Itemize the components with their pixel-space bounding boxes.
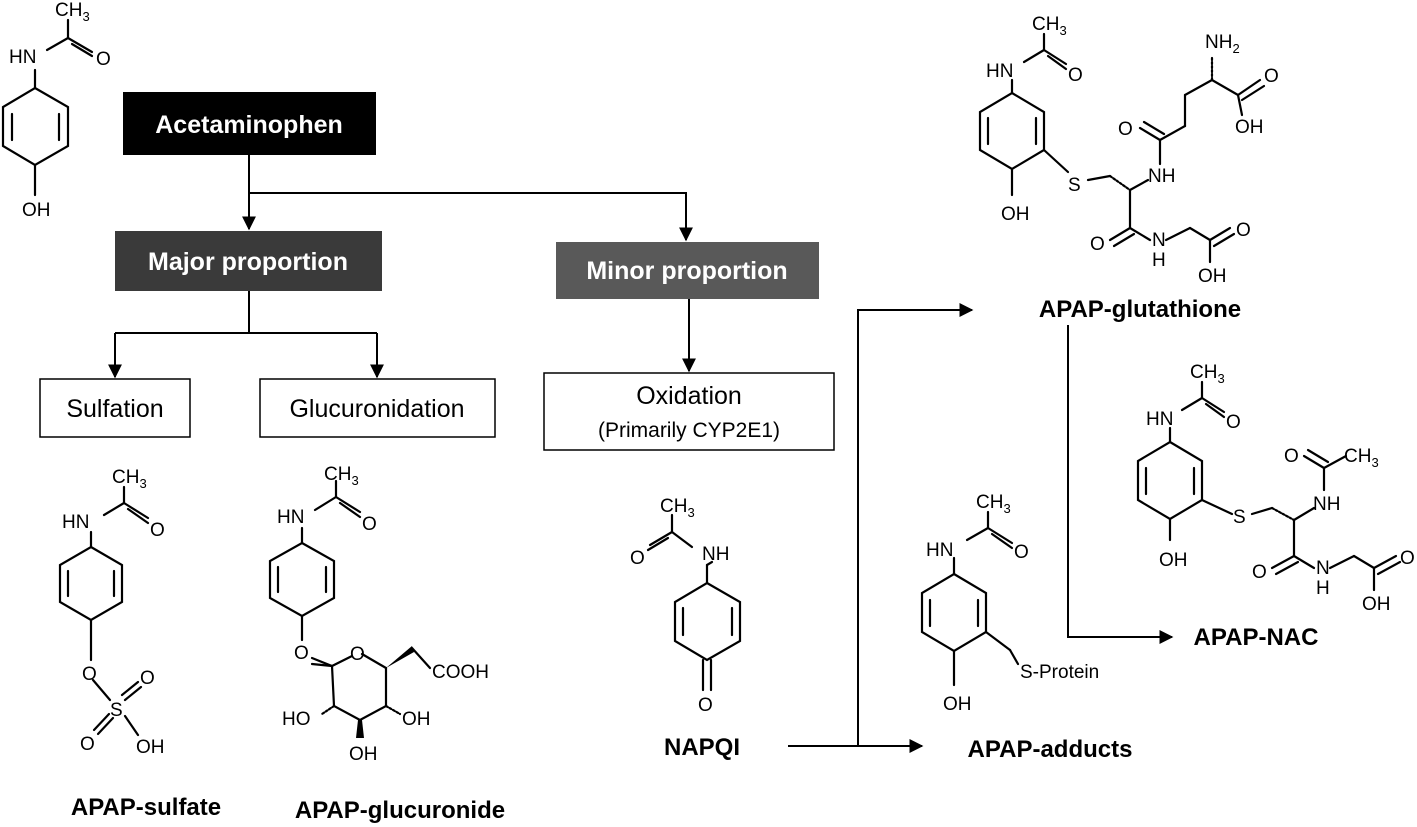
major-proportion-label: Major proportion	[148, 248, 348, 276]
acetaminophen-label: Acetaminophen	[155, 111, 343, 139]
svg-text:O: O	[1264, 66, 1279, 87]
svg-text:O: O	[1068, 65, 1083, 86]
svg-text:S: S	[1233, 507, 1246, 528]
svg-text:S-Protein: S-Protein	[1020, 662, 1099, 683]
svg-text:CH3: CH3	[1190, 362, 1225, 386]
svg-text:O: O	[80, 734, 95, 755]
apap-sulfate-structure: CH3 HN O O S O O OH	[58, 467, 165, 758]
svg-text:OH: OH	[22, 200, 51, 221]
svg-text:NH2: NH2	[1205, 32, 1240, 56]
napqi-structure: CH3 O NH O	[630, 496, 742, 716]
svg-text:N: N	[1152, 230, 1166, 251]
oxidation-box: Oxidation (Primarily CYP2E1)	[543, 372, 835, 451]
svg-text:H: H	[1316, 578, 1330, 599]
napqi-label: NAPQI	[664, 734, 740, 761]
minor-proportion-label: Minor proportion	[586, 257, 787, 285]
svg-text:COOH: COOH	[432, 662, 489, 683]
svg-text:O: O	[350, 644, 365, 665]
apap-glutathione-label: APAP-glutathione	[1039, 296, 1241, 323]
svg-text:CH3: CH3	[1032, 14, 1067, 38]
sulfation-box: Sulfation	[39, 378, 191, 438]
svg-text:HN: HN	[986, 61, 1013, 82]
glucuronidation-label: Glucuronidation	[289, 395, 464, 423]
svg-text:O: O	[150, 520, 165, 541]
svg-text:O: O	[1226, 412, 1241, 433]
svg-text:HN: HN	[62, 512, 89, 533]
svg-text:OH: OH	[1362, 594, 1391, 615]
svg-text:CH3: CH3	[1344, 446, 1379, 470]
svg-text:CH3: CH3	[324, 464, 359, 488]
svg-text:NH: NH	[702, 544, 729, 565]
arrow-to-glutathione	[857, 303, 974, 746]
svg-text:OH: OH	[1001, 204, 1030, 225]
svg-text:OH: OH	[136, 737, 165, 758]
glucuronidation-box: Glucuronidation	[259, 378, 496, 438]
svg-text:CH3: CH3	[660, 496, 695, 520]
svg-text:HN: HN	[277, 507, 304, 528]
oxidation-note: (Primarily CYP2E1)	[598, 419, 780, 442]
apap-nac-label: APAP-NAC	[1194, 624, 1319, 651]
acetaminophen-box: Acetaminophen	[123, 92, 376, 155]
oxidation-label: Oxidation	[636, 382, 742, 410]
acetaminophen-structure: CH3 HN O OH	[1, 0, 111, 221]
apap-adducts-label: APAP-adducts	[968, 736, 1133, 763]
major-proportion-box: Major proportion	[115, 231, 382, 291]
svg-text:O: O	[1252, 562, 1267, 583]
svg-text:H: H	[1152, 250, 1166, 271]
apap-nac-structure: CH3 HN O S OH NH O CH3 O N H O OH	[1136, 362, 1415, 615]
apap-sulfate-label: APAP-sulfate	[71, 794, 221, 821]
svg-text:OH: OH	[1235, 117, 1264, 138]
arrow-to-nac	[1067, 325, 1174, 644]
apap-glucuronide-structure: CH3 HN O O O COOH HO OH OH	[268, 464, 489, 765]
svg-text:S: S	[1068, 175, 1081, 196]
svg-text:O: O	[96, 49, 111, 70]
svg-text:O: O	[630, 548, 645, 569]
svg-text:OH: OH	[402, 709, 431, 730]
svg-text:O: O	[1014, 542, 1029, 563]
apap-glucuronide-label: APAP-glucuronide	[295, 797, 505, 824]
svg-text:OH: OH	[1198, 266, 1227, 287]
svg-text:N: N	[1316, 558, 1330, 579]
flow-arrows	[108, 155, 1174, 753]
arrow-to-minor	[248, 155, 693, 242]
svg-text:O: O	[698, 695, 713, 716]
apap-adducts-structure: CH3 HN O S-Protein OH	[920, 492, 1099, 715]
svg-text:NH: NH	[1148, 166, 1175, 187]
svg-text:O: O	[1284, 446, 1299, 467]
svg-text:O: O	[362, 514, 377, 535]
svg-text:HN: HN	[1146, 409, 1173, 430]
svg-text:CH3: CH3	[55, 0, 90, 24]
svg-text:CH3: CH3	[976, 492, 1011, 516]
svg-text:OH: OH	[1159, 550, 1188, 571]
svg-text:HO: HO	[282, 709, 311, 730]
svg-text:OH: OH	[349, 744, 378, 765]
apap-glutathione-structure: CH3 HN O S OH NH O O N H O OH NH2 O OH	[978, 14, 1279, 287]
svg-text:O: O	[294, 643, 309, 664]
svg-text:O: O	[140, 668, 155, 689]
svg-text:O: O	[82, 664, 97, 685]
sulfation-label: Sulfation	[66, 395, 163, 423]
svg-text:OH: OH	[943, 694, 972, 715]
svg-text:O: O	[1090, 234, 1105, 255]
minor-proportion-box: Minor proportion	[556, 242, 819, 299]
svg-text:O: O	[1118, 119, 1133, 140]
svg-text:HN: HN	[926, 540, 953, 561]
svg-text:NH: NH	[1313, 494, 1340, 515]
svg-text:HN: HN	[9, 47, 36, 68]
svg-text:O: O	[1236, 220, 1251, 241]
svg-text:CH3: CH3	[112, 467, 147, 491]
svg-text:O: O	[1400, 548, 1415, 569]
svg-text:S: S	[110, 700, 123, 721]
